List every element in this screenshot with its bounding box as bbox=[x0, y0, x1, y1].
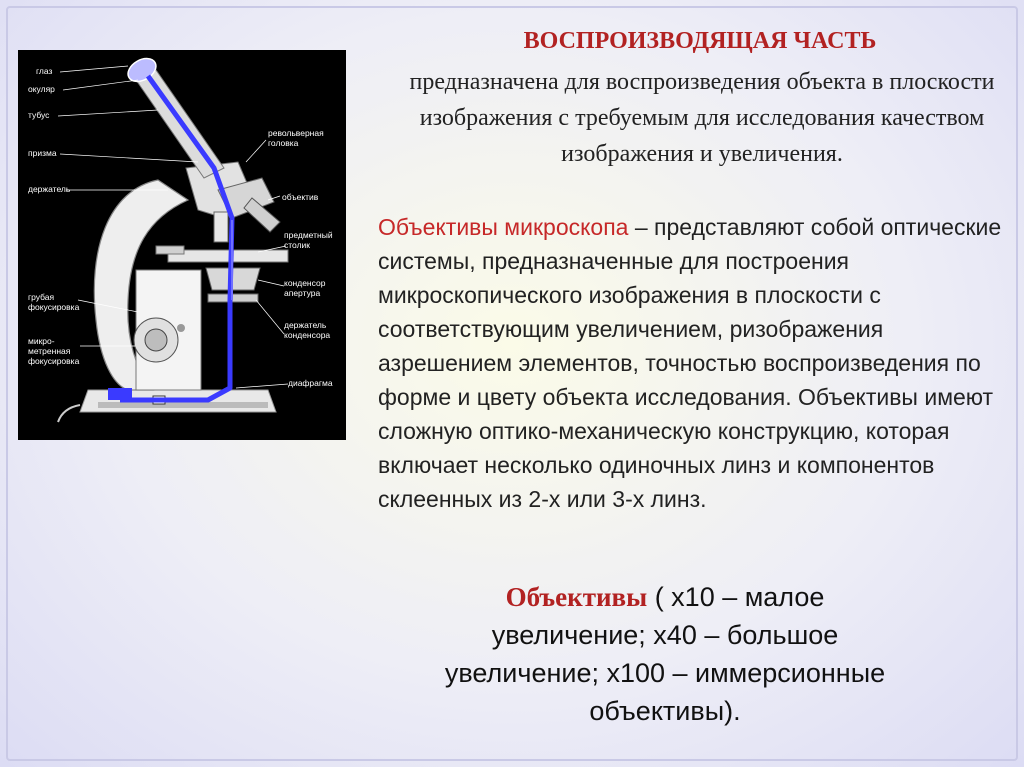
label-coarse-focus: грубая фокусировка bbox=[28, 292, 80, 312]
fine-focus-knob bbox=[144, 328, 168, 352]
objective-lens-2 bbox=[243, 197, 281, 233]
label-diaphragm: диафрагма bbox=[288, 378, 333, 388]
label-holder: держатель bbox=[28, 184, 71, 194]
slide-border bbox=[6, 6, 1018, 761]
label-eyepiece: окуляр bbox=[28, 84, 55, 94]
microscope-figure: глаз окуляр тубус призма держатель груба… bbox=[18, 50, 346, 440]
summary-text: ( x10 – малое увеличение; x40 – большое … bbox=[444, 582, 886, 726]
base-plate bbox=[98, 402, 268, 408]
power-cable bbox=[57, 404, 81, 423]
label-revolver: револьверная головка bbox=[268, 128, 324, 148]
label-eye: глаз bbox=[36, 66, 53, 76]
objectives-description-text: – представляют собой оптические системы,… bbox=[378, 214, 1002, 512]
objectives-term: Объективы микроскопа bbox=[378, 214, 629, 240]
label-stage: предметный столик bbox=[284, 230, 333, 250]
slide-title: ВОСПРОИЗВОДЯЩАЯ ЧАСТЬ bbox=[523, 28, 877, 54]
focus-button bbox=[177, 324, 185, 332]
label-objective: объектив bbox=[282, 192, 319, 202]
summary-term: Объективы bbox=[505, 582, 648, 612]
label-condenser-holder: держатель конденсора bbox=[284, 320, 331, 340]
lamp-housing bbox=[108, 388, 132, 400]
stage-clip bbox=[155, 245, 185, 255]
label-fine-focus: микро- метренная фокусировка bbox=[28, 336, 80, 366]
intro-paragraph: предназначена для воспроизведения объект… bbox=[409, 69, 995, 167]
label-prism: призма bbox=[28, 148, 57, 158]
objectives-summary: Объективы ( x10 – малое увеличение; x40 … bbox=[430, 578, 900, 730]
objective-lens bbox=[213, 211, 229, 243]
stage bbox=[167, 249, 289, 263]
label-tube: тубус bbox=[28, 110, 50, 120]
microscope-diagram bbox=[57, 57, 289, 423]
label-pointers bbox=[57, 65, 289, 389]
label-condenser-aperture: конденсор апертура bbox=[284, 278, 326, 298]
objectives-description: Объективы микроскопа – представляют собо… bbox=[378, 210, 1012, 516]
light-path bbox=[120, 74, 235, 403]
